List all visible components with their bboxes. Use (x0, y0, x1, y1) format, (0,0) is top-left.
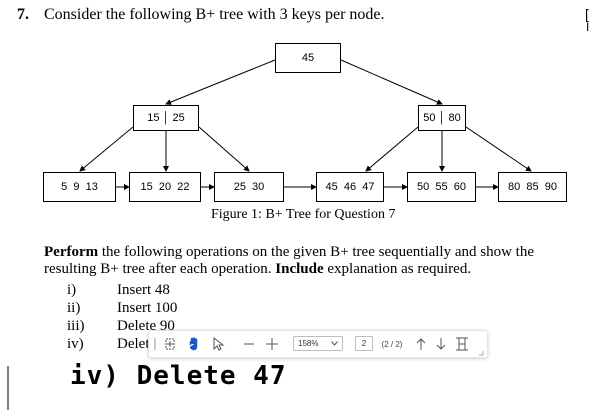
margin-line (7, 366, 9, 410)
drag-handle[interactable] (153, 331, 157, 357)
op-1-number: i) (67, 282, 77, 298)
select-cursor-icon[interactable] (207, 331, 229, 357)
chevron-down-icon (331, 341, 338, 346)
figure-caption: Figure 1: B+ Tree for Question 7 (211, 207, 396, 222)
internal-node-left: 15 │ 25 (133, 105, 199, 131)
leaf-node-2: 15 20 22 (129, 172, 201, 202)
edge-glyph-bracket: [ (585, 6, 589, 22)
op-4-text: Delet (117, 336, 150, 352)
next-page-icon[interactable] (433, 331, 449, 357)
edge-root-right (340, 59, 443, 105)
resize-grip-icon[interactable] (477, 349, 485, 357)
instr-text-1: the following operations on the given B+… (44, 244, 535, 277)
question-text: Consider the following B+ tree with 3 ke… (44, 6, 385, 23)
handwritten-note: iv) Delete 47 (70, 361, 287, 391)
op-2-text: Insert 100 (117, 300, 178, 316)
leaf-node-4: 45 46 47 (316, 172, 384, 202)
previous-page-icon[interactable] (413, 331, 429, 357)
page-count: (2 / 2) (381, 339, 403, 349)
root-node: 45 (275, 43, 341, 73)
op-2-number: ii) (67, 300, 81, 316)
zoom-select[interactable]: 158% (293, 336, 343, 351)
op-4-number: iv) (67, 336, 84, 352)
zoom-in-icon[interactable] (263, 331, 281, 357)
instr-text-2: explanation as required. (323, 261, 472, 277)
pdf-floating-toolbar: 158% 2 (2 / 2) (148, 330, 488, 358)
edge-l-leaf1 (79, 126, 134, 172)
leaf-node-3: 25 30 (214, 172, 284, 202)
internal-node-right: 50 │ 80 (418, 105, 466, 131)
op-3-number: iii) (67, 318, 85, 334)
leaf-node-1: 5 9 13 (43, 172, 116, 202)
page-number-input[interactable]: 2 (355, 336, 373, 351)
zoom-value: 158% (298, 339, 319, 348)
instructions-paragraph: Perform the following operations on the … (44, 244, 584, 278)
leaf-node-6: 80 85 90 (498, 172, 567, 202)
page-number-value: 2 (361, 339, 367, 348)
question-number: 7. (17, 6, 29, 23)
edge-l-leaf3 (198, 126, 250, 172)
zoom-out-icon[interactable] (241, 331, 257, 357)
edge-root-left (165, 59, 276, 105)
instr-bold-perform: Perform (44, 244, 99, 260)
page-view-icon[interactable] (159, 331, 181, 357)
op-1-text: Insert 48 (117, 282, 170, 298)
leaf-node-5: 50 55 60 (407, 172, 476, 202)
edge-glyph-bar: I (586, 20, 590, 34)
edge-r-leaf4 (365, 126, 419, 172)
fit-page-icon[interactable] (453, 331, 471, 357)
instr-bold-include: Include (275, 261, 324, 277)
hand-tool-icon[interactable] (183, 331, 205, 357)
edge-r-leaf6 (465, 126, 532, 172)
